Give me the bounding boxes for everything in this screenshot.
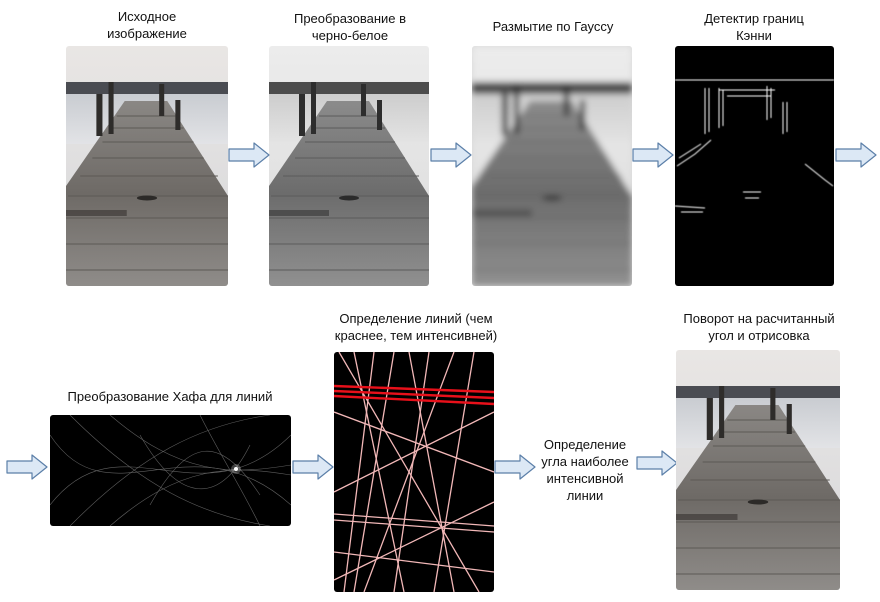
grayscale-image xyxy=(269,46,429,286)
caption-lines: Определение линий (чем краснее, тем инте… xyxy=(334,311,498,343)
right-arrow-icon xyxy=(835,142,877,168)
caption-rotate: Поворот на расчитанный угол и отрисовка xyxy=(683,311,835,343)
right-arrow-icon xyxy=(6,454,48,480)
caption-angle: Определение угла наиболее интенсивной ли… xyxy=(541,437,629,503)
original-image xyxy=(66,46,228,286)
blurred-image xyxy=(472,46,632,286)
right-arrow-icon xyxy=(632,142,674,168)
right-arrow-icon xyxy=(228,142,270,168)
caption-canny: Детектир границ Кэнни xyxy=(704,11,804,43)
caption-hough: Преобразование Хафа для линий xyxy=(67,389,273,404)
right-arrow-icon xyxy=(494,454,536,480)
rotated-result-image xyxy=(676,350,840,590)
right-arrow-icon xyxy=(430,142,472,168)
detected-lines-image xyxy=(334,352,494,592)
caption-blur: Размытие по Гауссу xyxy=(492,19,614,34)
right-arrow-icon xyxy=(636,450,678,476)
right-arrow-icon xyxy=(292,454,334,480)
canny-edges-image xyxy=(675,46,834,286)
caption-grayscale: Преобразование в черно-белое xyxy=(293,11,407,43)
caption-original: Исходное изображение xyxy=(107,9,187,41)
hough-transform-image xyxy=(50,415,291,526)
